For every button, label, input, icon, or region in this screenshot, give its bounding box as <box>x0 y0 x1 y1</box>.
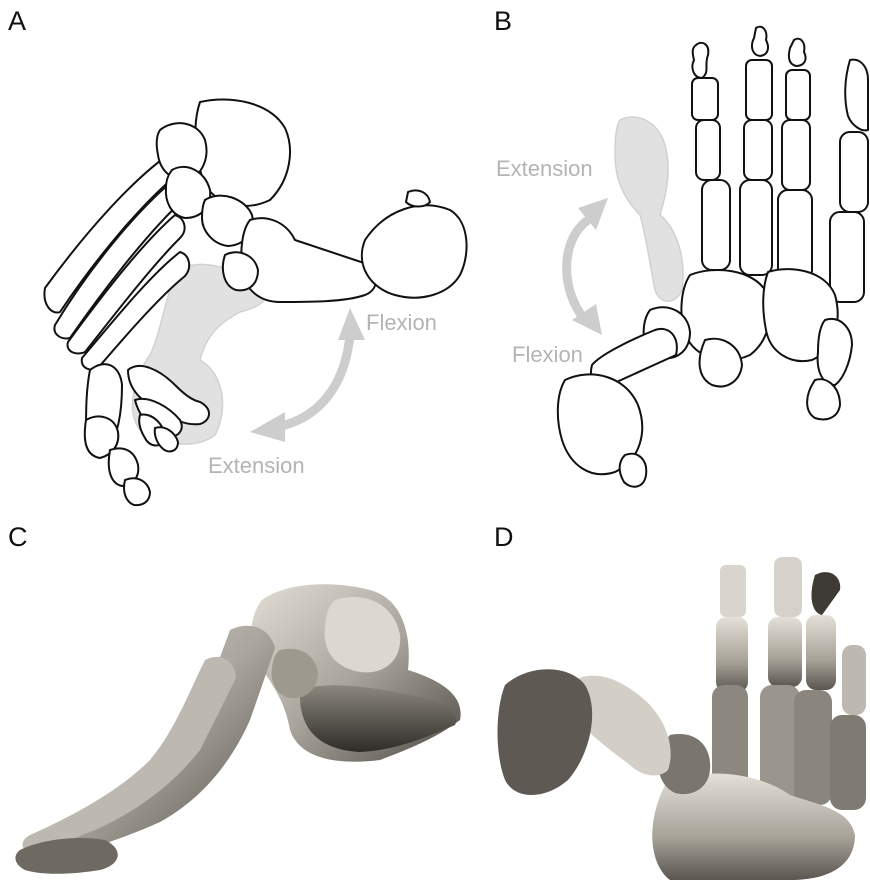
fossil-foot-lateral <box>15 584 460 873</box>
panel-d-photo <box>490 535 870 880</box>
panel-label-a: A <box>8 6 26 37</box>
shaded-bone-outline-b <box>615 117 683 301</box>
fossil-foot-plantar <box>498 557 867 880</box>
movement-arrow-a <box>250 308 365 442</box>
flexion-label-a: Flexion <box>366 310 437 335</box>
panel-a-drawing: Flexion Extension <box>0 40 480 510</box>
extension-label-b: Extension <box>496 156 593 181</box>
extension-label-a: Extension <box>208 453 305 478</box>
movement-arrow-b <box>567 198 608 335</box>
flexion-label-b: Flexion <box>512 342 583 367</box>
panel-c-photo <box>0 560 480 880</box>
panel-b-drawing: Extension Flexion <box>490 20 870 500</box>
digit-bones-b <box>692 27 868 302</box>
panel-label-c: C <box>8 522 28 553</box>
